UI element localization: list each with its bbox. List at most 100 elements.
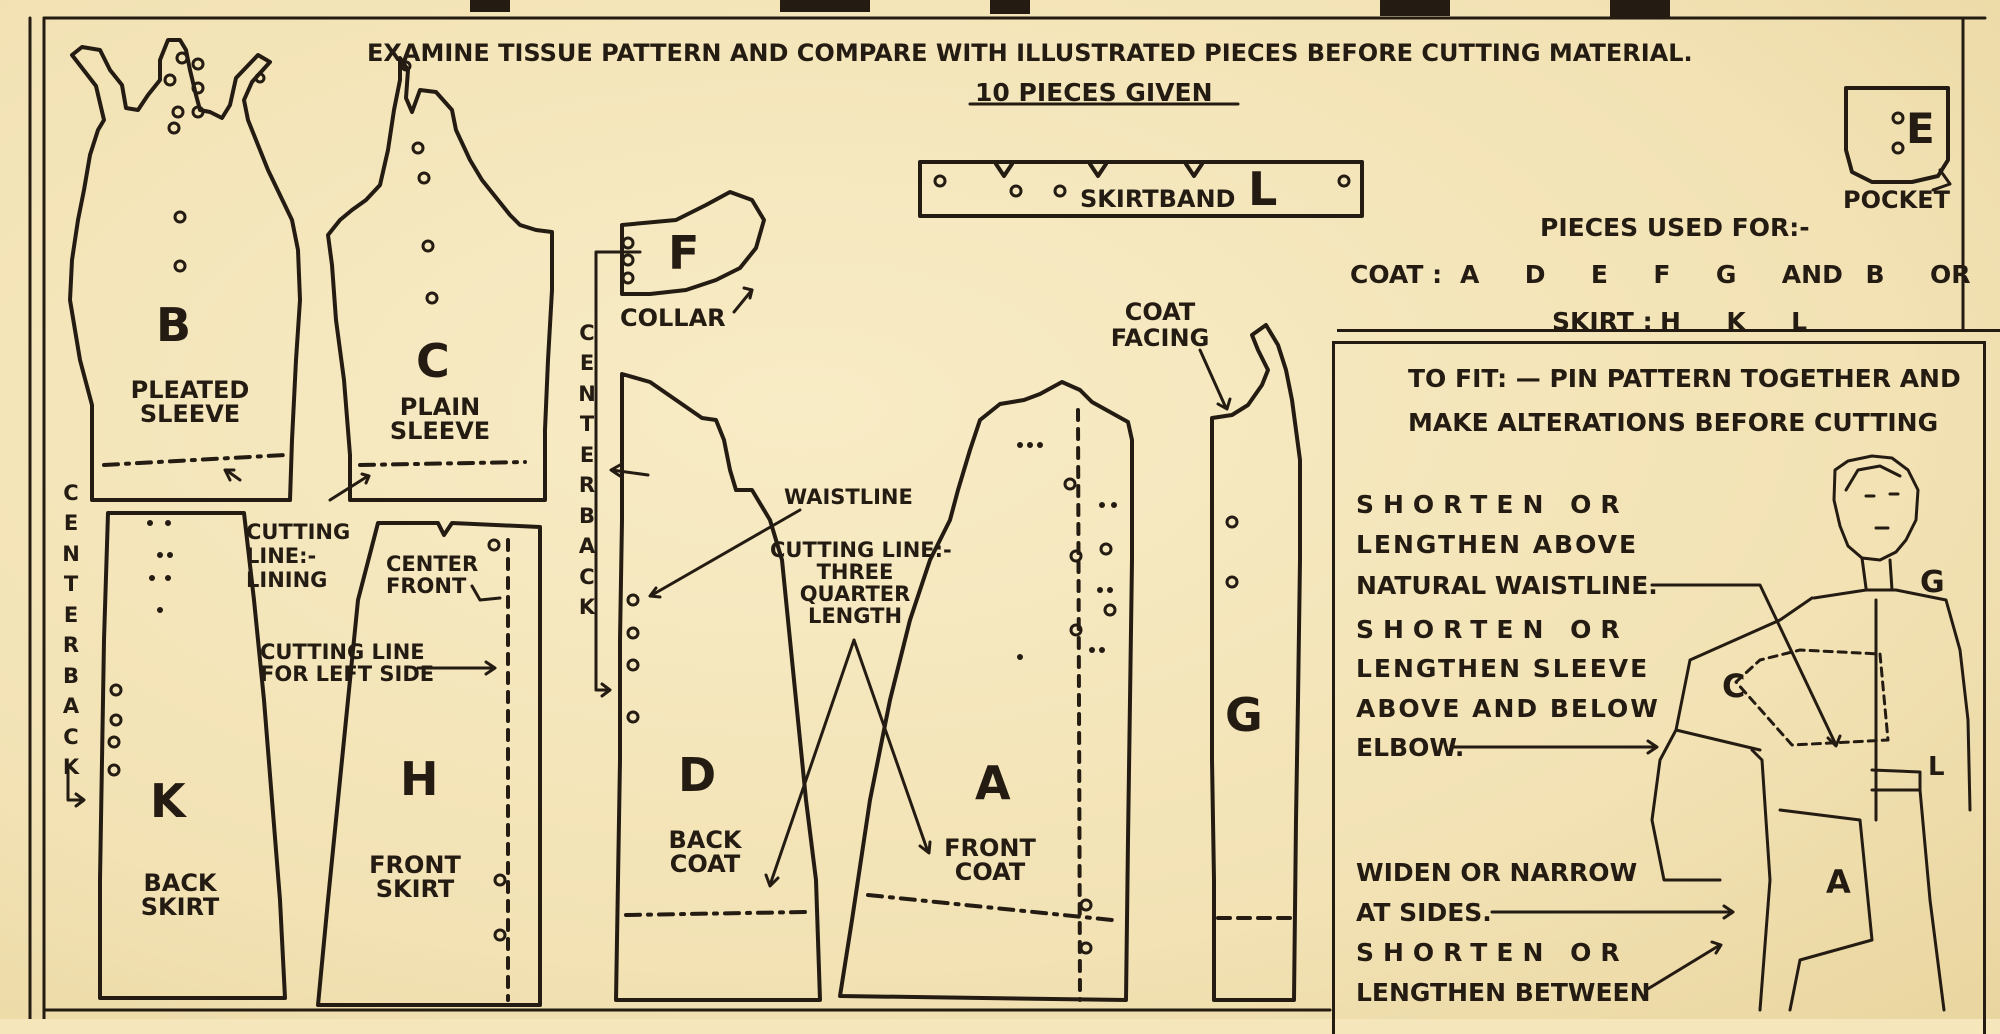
piece-f-letter: F: [668, 226, 700, 280]
fit-line-2: MAKE ALTERATIONS BEFORE CUTTING: [1408, 408, 1939, 437]
piece-c-name-1: PLAIN: [399, 393, 481, 421]
cutting-line-lining-2: LINE:-: [246, 544, 317, 568]
piece-b-holes: [163, 51, 266, 273]
widen-a: WIDEN OR NARROW: [1356, 858, 1638, 887]
piece-a-outline: [838, 380, 1134, 1002]
piece-d-hemline: [624, 910, 808, 917]
piece-l-letter: L: [1248, 162, 1278, 216]
piece-l-notches: [994, 162, 1204, 178]
widen-b: AT SIDES.: [1356, 898, 1492, 927]
fashion-figure: [1650, 454, 1972, 1012]
three-quarter-1: CUTTING LINE:-: [770, 538, 952, 562]
piece-c-holes: [400, 60, 439, 305]
fit-box-outer-rule: [1337, 329, 2000, 332]
piece-l-holes: [933, 174, 1351, 198]
piece-f-name: COLLAR: [620, 304, 726, 332]
piece-b-outline: [68, 38, 302, 502]
shorten-2a: SHORTEN OR: [1356, 615, 1629, 644]
piece-h-name-1: FRONT: [369, 851, 461, 879]
piece-a-name-1: FRONT: [944, 834, 1036, 862]
piece-g-name-2: FACING: [1110, 324, 1210, 352]
coat-label: COAT :: [1350, 260, 1443, 289]
shorten-2c: ABOVE AND BELOW: [1356, 694, 1660, 723]
piece-h-name-2: SKIRT: [375, 875, 455, 903]
shorten-1b: LENGTHEN ABOVE: [1356, 530, 1639, 559]
piece-k-letter: K: [150, 774, 186, 828]
piece-h-letter: H: [400, 752, 439, 806]
piece-d-name-1: BACK: [668, 826, 742, 854]
figure-label-a: A: [1826, 863, 1851, 901]
shorten-1a: SHORTEN OR: [1356, 490, 1629, 519]
piece-l-name: SKIRTBAND: [1080, 185, 1236, 213]
piece-b-name-2: SLEEVE: [139, 400, 241, 428]
three-quarter-2: THREE: [816, 560, 894, 584]
piece-e-holes: [1891, 111, 1905, 155]
shorten-2b: LENGTHEN SLEEVE: [1356, 654, 1650, 683]
skirt-pieces: H K L: [1660, 307, 1808, 336]
shorten-1c: NATURAL WAISTLINE.: [1356, 571, 1658, 600]
figure-label-l: L: [1928, 752, 1945, 782]
center-front-2: FRONT: [386, 574, 467, 598]
piece-b-letter: B: [156, 298, 192, 352]
piece-k-name-2: SKIRT: [140, 893, 220, 921]
cutting-line-lining-3: LINING: [246, 568, 328, 592]
piece-k-outline: [98, 511, 287, 1000]
pieces-given-label: 10 PIECES GIVEN: [975, 78, 1213, 107]
piece-b-grainline: [102, 453, 287, 467]
piece-c-outline: [326, 56, 554, 502]
coat-pieces: A D E F G AND B OR C: [1460, 260, 2000, 289]
piece-c-letter: C: [416, 334, 450, 388]
figure-label-c: C: [1722, 667, 1746, 705]
piece-d-name-2: COAT: [669, 850, 741, 878]
piece-g-holes: [1225, 515, 1239, 589]
fit-box: [1332, 341, 1986, 1034]
cutting-left-side-1: CUTTING LINE: [260, 640, 425, 664]
usage-title: PIECES USED FOR:-: [1540, 213, 1810, 242]
piece-e-letter: E: [1906, 104, 1935, 153]
shorten-2d: ELBOW.: [1356, 733, 1465, 762]
piece-g-letter: G: [1225, 688, 1263, 742]
piece-a-hemline: [866, 893, 1114, 922]
figure-label-g: G: [1920, 565, 1945, 600]
piece-g-outline: [1210, 323, 1302, 1002]
piece-c-name-2: SLEEVE: [389, 417, 491, 445]
piece-f-outline: [620, 190, 766, 296]
cutting-left-side-2: FOR LEFT SIDE: [260, 662, 435, 686]
fit-line-1: TO FIT: — PIN PATTERN TOGETHER AND: [1408, 364, 1961, 393]
piece-g-name-1: COAT: [1124, 298, 1196, 326]
piece-h-holes: [487, 538, 507, 942]
piece-a-name-2: COAT: [954, 858, 1026, 886]
piece-l-outline: [918, 160, 1364, 218]
shorten-3b: LENGTHEN BETWEEN: [1356, 978, 1651, 1007]
annotation-arrows: [66, 168, 1952, 888]
piece-a-holes: [1063, 477, 1117, 955]
piece-e-outline: [1844, 86, 1950, 184]
shorten-3a: SHORTEN OR: [1356, 938, 1629, 967]
piece-k-name-1: BACK: [143, 869, 217, 897]
three-quarter-3: QUARTER: [799, 582, 911, 606]
piece-h-outline: [316, 521, 542, 1007]
instruction-heading: EXAMINE TISSUE PATTERN AND COMPARE WITH …: [367, 39, 1693, 67]
cutting-line-lining-1: CUTTING: [246, 520, 351, 544]
piece-a-foldline: [1076, 408, 1082, 1002]
top-title-remnant: [470, 0, 1670, 18]
three-quarter-4: LENGTH: [807, 604, 903, 628]
piece-d-holes: [626, 593, 640, 724]
waistline-label: WAISTLINE: [784, 485, 913, 509]
piece-d-letter: D: [678, 748, 717, 802]
piece-d-outline: [614, 372, 822, 1002]
piece-f-holes: [621, 236, 635, 285]
center-front-1: CENTER: [386, 552, 479, 576]
piece-c-grainline: [358, 460, 527, 467]
piece-k-marks: [147, 520, 173, 613]
piece-k-holes: [107, 683, 123, 777]
fit-box-arrows: [1450, 583, 1842, 992]
center-back-label-middle: CENTER BACK: [578, 321, 596, 619]
center-back-label-left: CENTER BACK: [62, 481, 80, 779]
piece-b-name-1: PLEATED: [130, 376, 250, 404]
piece-a-marks: [1017, 442, 1117, 660]
piece-e-name: POCKET: [1843, 186, 1950, 214]
piece-a-letter: A: [975, 756, 1011, 810]
